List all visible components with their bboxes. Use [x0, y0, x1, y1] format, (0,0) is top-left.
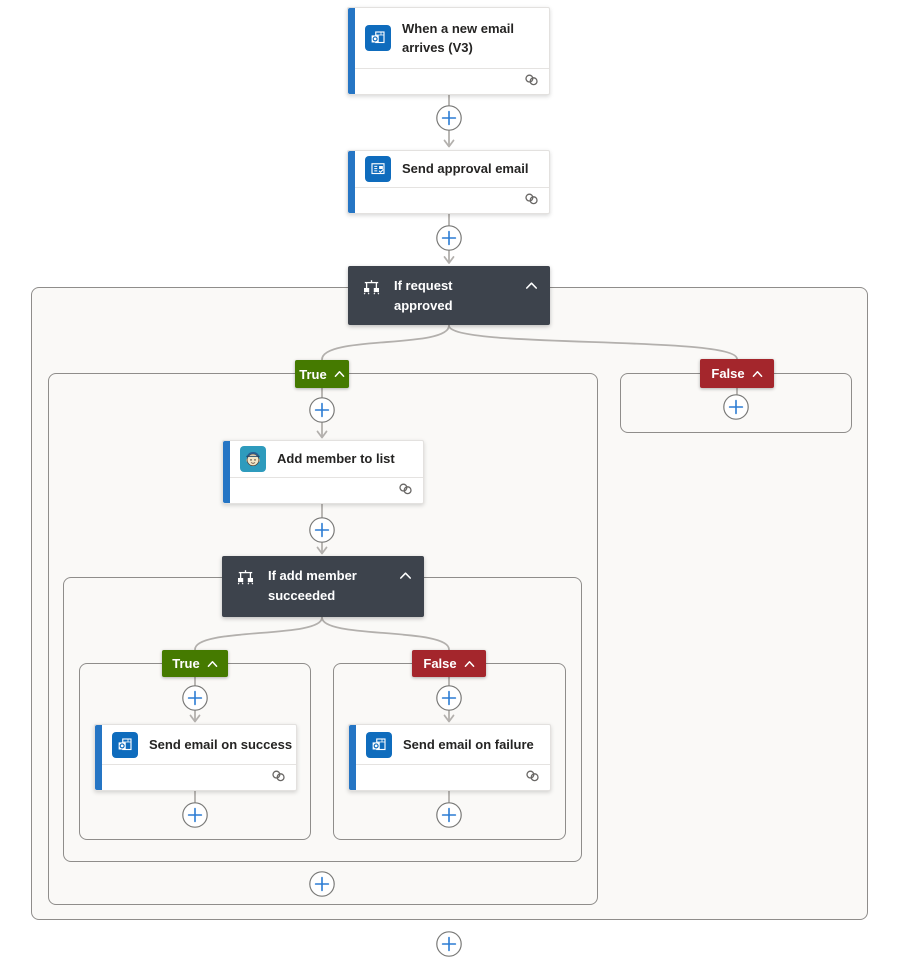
outlook-icon — [112, 731, 138, 758]
badge-label: False — [711, 366, 745, 381]
condition-icon — [362, 279, 381, 301]
chevron-up-icon — [752, 370, 762, 377]
branch-false-badge[interactable]: False — [700, 359, 774, 388]
outlook-icon — [365, 25, 391, 51]
outlook-icon — [366, 731, 392, 758]
badge-label: True — [299, 366, 327, 382]
connections-icon — [271, 769, 286, 787]
mailchimp-icon — [240, 446, 266, 472]
insert-step-button[interactable] — [436, 685, 462, 711]
inner-branch-true-badge[interactable]: True — [162, 650, 228, 677]
insert-step-button[interactable] — [436, 105, 462, 131]
action-title: Send email on failure — [403, 736, 534, 752]
action-title: Send approval email — [402, 161, 529, 177]
inner-branch-false-badge[interactable]: False — [412, 650, 486, 677]
action-title: Send email on success — [149, 736, 293, 752]
chevron-up-icon — [334, 371, 345, 377]
action-card-send-email-on-success[interactable]: Send email on success — [94, 724, 297, 791]
chevron-up-icon[interactable] — [397, 566, 414, 585]
condition-card-if-add-member-succeeded[interactable]: If add member succeeded — [222, 556, 424, 617]
condition-title: If request approved — [394, 278, 453, 313]
accent-bar — [95, 725, 102, 790]
accent-bar — [348, 8, 355, 94]
trigger-title: When a new email arrives (V3) — [402, 20, 514, 56]
trigger-card-when-new-email-arrives[interactable]: When a new email arrives (V3) — [347, 7, 550, 95]
approvals-icon — [365, 156, 391, 182]
accent-bar — [223, 441, 230, 503]
connections-icon — [524, 192, 539, 210]
insert-step-button[interactable] — [436, 802, 462, 828]
insert-step-button[interactable] — [309, 517, 335, 543]
action-title: Add member to list — [277, 451, 395, 467]
connections-icon — [525, 769, 540, 787]
badge-label: True — [172, 656, 200, 671]
chevron-up-icon[interactable] — [523, 276, 540, 295]
badge-label: False — [423, 656, 457, 671]
connections-icon — [524, 73, 539, 91]
insert-step-button[interactable] — [309, 397, 335, 423]
condition-icon — [236, 569, 255, 591]
action-card-add-member-to-list[interactable]: Add member to list — [222, 440, 424, 504]
insert-step-button[interactable] — [436, 225, 462, 251]
chevron-up-icon — [464, 660, 474, 667]
chevron-up-icon — [207, 660, 218, 667]
branch-true-badge[interactable]: True — [295, 360, 349, 388]
insert-step-button[interactable] — [723, 394, 749, 420]
accent-bar — [348, 151, 355, 213]
connections-icon — [398, 482, 413, 500]
insert-step-button[interactable] — [182, 685, 208, 711]
action-card-send-approval-email[interactable]: Send approval email — [347, 150, 550, 214]
condition-card-if-request-approved[interactable]: If request approved — [348, 266, 550, 325]
condition-title: If add member succeeded — [268, 568, 357, 603]
insert-step-button[interactable] — [436, 931, 462, 957]
insert-step-button[interactable] — [182, 802, 208, 828]
accent-bar — [349, 725, 356, 790]
action-card-send-email-on-failure[interactable]: Send email on failure — [348, 724, 551, 791]
insert-step-button[interactable] — [309, 871, 335, 897]
